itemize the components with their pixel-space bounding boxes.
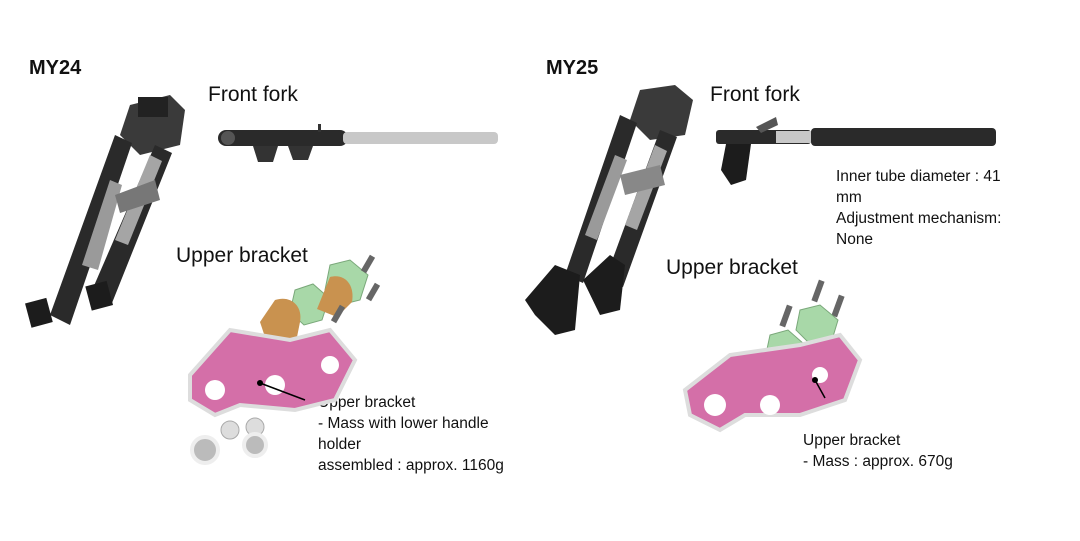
my25-upper-bracket-callout: Upper bracket - Mass : approx. 670g: [803, 432, 953, 470]
my24-label: MY24: [29, 57, 82, 79]
my25-fork-assembly-image: [525, 85, 693, 335]
my25-upper-bracket-image: [682, 279, 863, 433]
my24-single-fork-image: [218, 124, 498, 162]
my24-fork-assembly-image: [25, 95, 185, 328]
my25-front-fork-title: Front fork: [710, 83, 800, 106]
my25-label: MY25: [546, 57, 599, 79]
my24-upper-bracket-title: Upper bracket: [176, 244, 308, 267]
my25-upper-bracket-title: Upper bracket: [666, 256, 798, 279]
my24-upper-bracket-callout: Upper bracket - Mass with lower handle h…: [318, 394, 504, 474]
my25-single-fork-image: [716, 117, 996, 185]
my25-fork-specs: Inner tube diameter : 41 mm Adjustment m…: [836, 168, 1002, 248]
my24-front-fork-title: Front fork: [208, 83, 298, 106]
my24-upper-bracket-image: [188, 254, 381, 465]
